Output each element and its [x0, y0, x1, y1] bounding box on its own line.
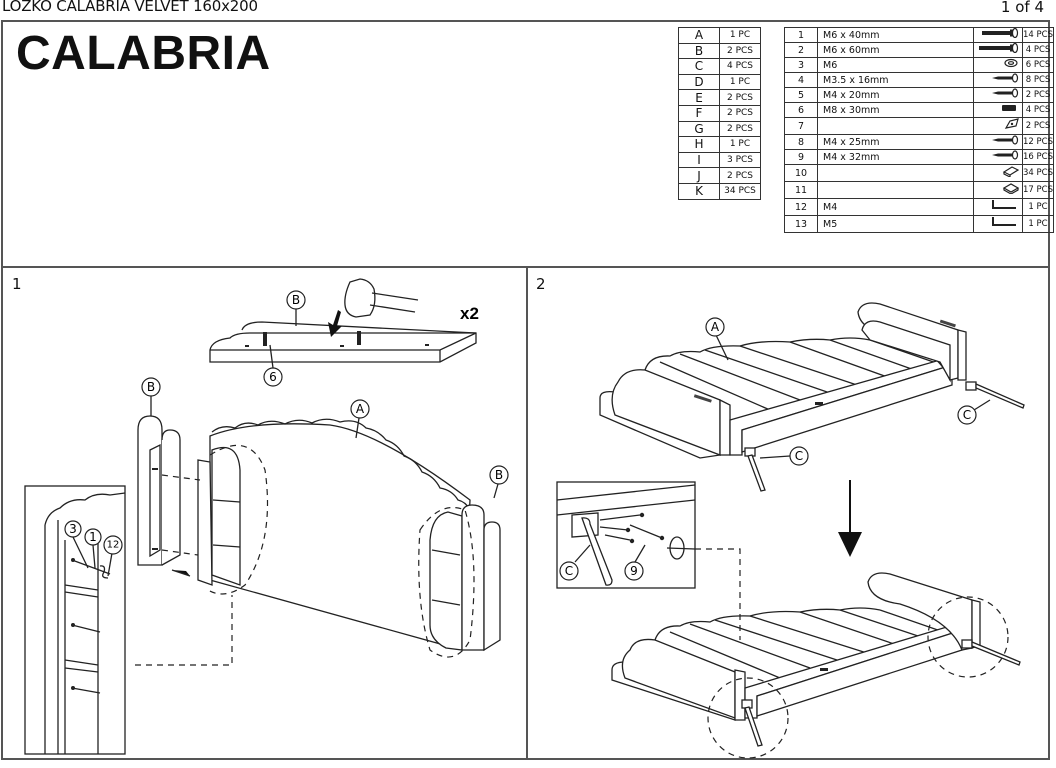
step2-bed-top — [599, 302, 967, 459]
callout-b: B — [141, 377, 161, 397]
dowel-icon — [978, 103, 1020, 117]
part-quantity: 1 PC — [719, 73, 761, 91]
section-divider — [1, 266, 1050, 268]
page-indicator: 1 of 4 — [1000, 0, 1044, 16]
dowel-icon — [263, 332, 267, 346]
step2-bed-assembled — [611, 572, 1021, 747]
square-pad-icon — [978, 182, 1020, 198]
svg-text:B: B — [495, 468, 503, 482]
dowel-icon — [357, 331, 361, 345]
step-2-number: 2 — [536, 275, 546, 293]
svg-text:B: B — [147, 380, 155, 394]
allen-key-icon — [978, 216, 1020, 232]
bolt-icon — [978, 27, 1020, 42]
detail-inset-drawing — [556, 484, 696, 586]
part-quantity: 34 PCS — [719, 182, 761, 200]
hardware-icon-cell — [973, 87, 1023, 103]
svg-text:3: 3 — [69, 522, 77, 536]
step-1-number: 1 — [12, 275, 22, 293]
callout-a: A — [705, 317, 725, 337]
callout-3: 3 — [64, 520, 82, 538]
pad-icon — [978, 165, 1020, 181]
bracket-icon — [978, 118, 1020, 134]
svg-text:9: 9 — [630, 564, 638, 578]
hardware-icon-cell — [973, 198, 1023, 216]
hardware-icon-cell — [973, 102, 1023, 118]
callout-c: C — [559, 561, 579, 581]
svg-text:B: B — [292, 293, 300, 307]
step1-headboard-main — [197, 418, 501, 652]
mallet-icon — [344, 278, 419, 318]
step1-side-rail — [209, 321, 477, 363]
hardware-spec: M5 — [817, 215, 974, 233]
step1-headboard-side-left — [137, 415, 181, 566]
svg-text:6: 6 — [269, 370, 277, 384]
long-bolt-icon — [978, 42, 1020, 57]
svg-text:C: C — [963, 408, 971, 422]
page-frame — [1, 20, 1050, 760]
brand-title: CALABRIA — [16, 27, 271, 80]
detail-inset-drawing — [44, 492, 126, 754]
svg-text:C: C — [565, 564, 573, 578]
callout-b: B — [489, 465, 509, 485]
hardware-quantity: 1 PC — [1022, 215, 1054, 233]
svg-text:1: 1 — [89, 530, 97, 544]
callout-1: 1 — [84, 528, 102, 546]
svg-text:12: 12 — [107, 540, 120, 551]
allen-key-icon — [978, 199, 1020, 215]
leg-icon — [744, 381, 1025, 492]
screw-icon — [978, 150, 1020, 164]
callout-b: B — [286, 290, 306, 310]
screw-icon — [978, 73, 1020, 87]
screw-icon — [978, 135, 1020, 149]
svg-text:A: A — [356, 402, 365, 416]
callout-a: A — [350, 399, 370, 419]
multiplier-label: x2 — [460, 304, 479, 323]
svg-text:A: A — [711, 320, 720, 334]
arrow-down-icon — [328, 310, 342, 337]
callout-c: C — [789, 446, 809, 466]
arrow-down-icon — [838, 532, 862, 557]
callout-9: 9 — [624, 561, 644, 581]
callout-6: 6 — [263, 367, 283, 387]
step-divider — [526, 266, 528, 760]
part-quantity: 2 PCS — [719, 42, 761, 60]
document-title: LOZKO CALABRIA VELVET 160x200 — [2, 0, 258, 15]
callout-12: 12 — [103, 535, 123, 555]
callout-c: C — [957, 405, 977, 425]
svg-text:C: C — [795, 449, 803, 463]
screw-icon — [978, 88, 1020, 102]
washer-icon — [978, 58, 1020, 72]
